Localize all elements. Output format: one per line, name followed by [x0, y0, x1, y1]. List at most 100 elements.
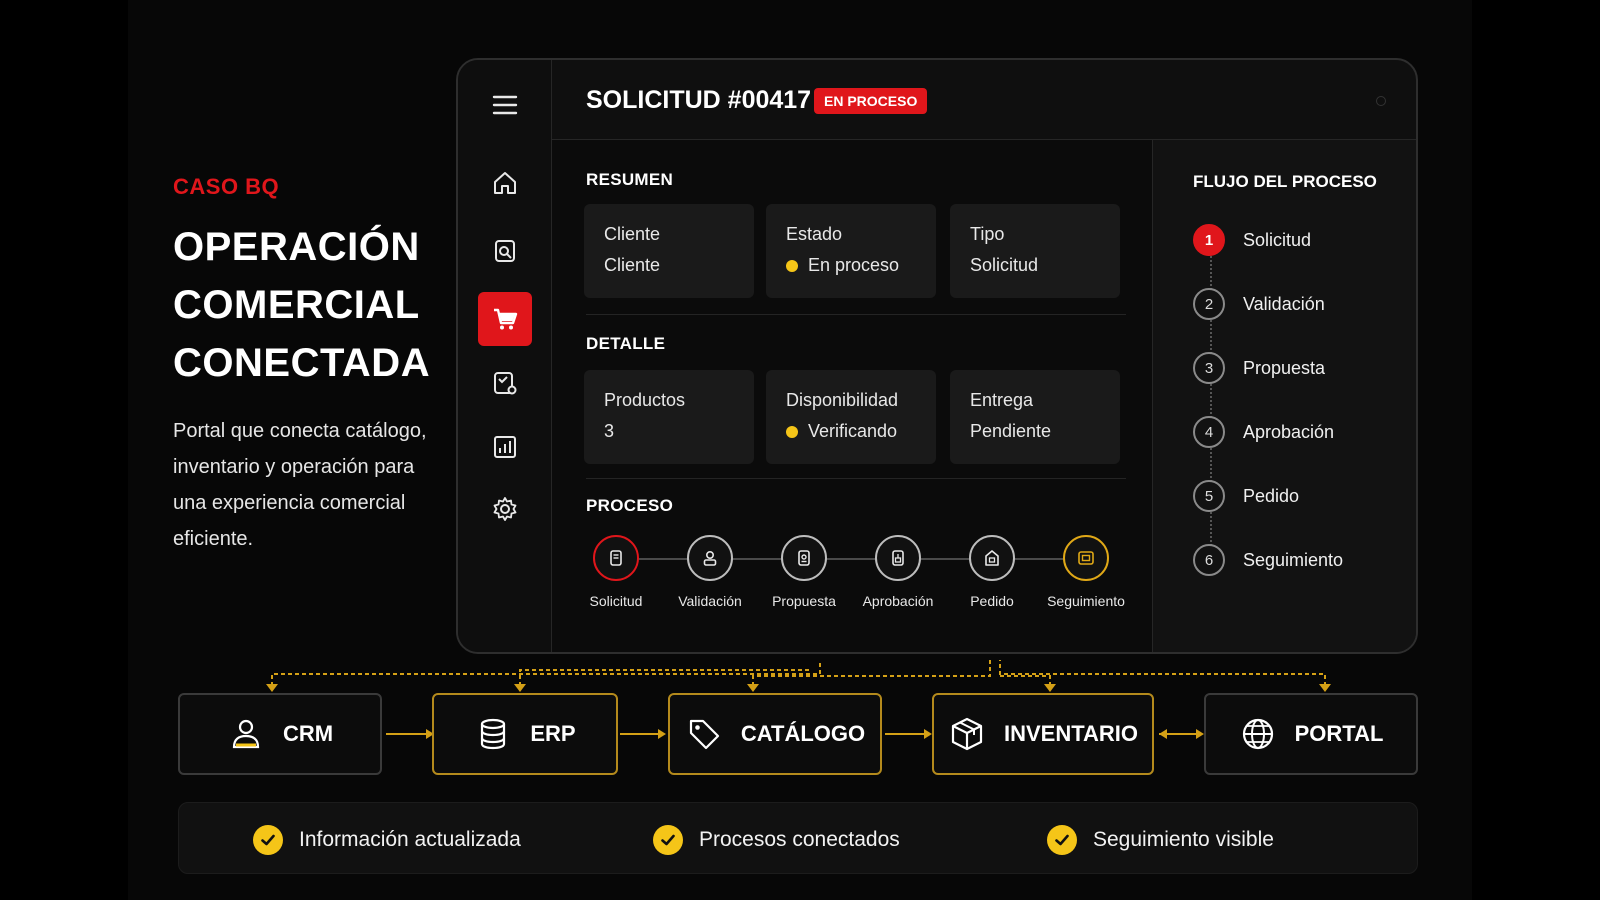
- process-step-label: Seguimiento: [1047, 593, 1125, 609]
- summary-card-estado: Estado En proceso: [766, 204, 936, 298]
- process-flow-panel: FLUJO DEL PROCESO 1 Solicitud 2 Validaci…: [1152, 140, 1416, 652]
- system-label: ERP: [530, 721, 576, 746]
- system-portal[interactable]: PORTAL: [1204, 693, 1418, 775]
- card-value: En proceso: [786, 255, 916, 276]
- benefit-item: Información actualizada: [253, 825, 521, 855]
- window-control-icon[interactable]: [1376, 96, 1386, 106]
- system-inventario[interactable]: INVENTARIO: [932, 693, 1154, 775]
- tag-icon: [689, 719, 719, 750]
- chart-icon[interactable]: [478, 420, 532, 474]
- flow-step-label: Propuesta: [1243, 357, 1326, 378]
- hero-title: OPERACIÓN COMERCIAL CONECTADA: [173, 218, 430, 392]
- flow-step-number: 6: [1193, 544, 1225, 576]
- hero-description: Portal que conecta catálogo, inventario …: [173, 420, 427, 550]
- flow-item[interactable]: 6 Seguimiento: [1193, 544, 1343, 576]
- system-label: INVENTARIO: [1003, 721, 1139, 746]
- summary-card-cliente: Cliente Cliente: [584, 204, 754, 298]
- benefit-label: Seguimiento visible: [1093, 828, 1274, 851]
- gear-icon[interactable]: [478, 482, 532, 536]
- status-dot-icon: [786, 259, 798, 272]
- flow-step-label: Solicitud: [1243, 229, 1312, 250]
- card-key: Cliente: [604, 224, 661, 244]
- flow-step-number: 4: [1193, 416, 1225, 448]
- request-title: SOLICITUD #00417: [586, 86, 812, 114]
- user-check-icon: [687, 535, 733, 581]
- summary-card-tipo: Tipo Solicitud: [950, 204, 1120, 298]
- card-value: Cliente: [604, 255, 661, 275]
- system-crm[interactable]: CRM: [178, 693, 382, 775]
- flow-step-number: 1: [1193, 224, 1225, 256]
- globe-icon: [1242, 718, 1273, 750]
- hero-title-line: OPERACIÓN: [173, 225, 420, 269]
- process-step-label: Pedido: [970, 593, 1014, 609]
- document-icon[interactable]: [478, 224, 532, 278]
- hero-title-line: CONECTADA: [173, 341, 431, 385]
- benefit-label: Procesos conectados: [699, 828, 900, 851]
- benefits-bar: Información actualizada Procesos conecta…: [178, 802, 1418, 874]
- system-label: CATÁLOGO: [740, 721, 866, 746]
- check-icon: [653, 825, 683, 855]
- flow-item[interactable]: 5 Pedido: [1193, 480, 1299, 512]
- hero-title-line: COMERCIAL: [173, 283, 420, 327]
- cart-icon[interactable]: [478, 292, 532, 346]
- request-content: RESUMEN Cliente Cliente Estado En proces…: [552, 140, 1152, 652]
- flow-step-number: 5: [1193, 480, 1225, 512]
- card-value: 3: [604, 421, 615, 441]
- process-step-label: Propuesta: [772, 593, 836, 609]
- system-catalogo[interactable]: CATÁLOGO: [668, 693, 882, 775]
- case-tag: CASO BQ: [173, 174, 280, 199]
- inventory-icon[interactable]: [478, 356, 532, 410]
- card-key: Productos: [604, 390, 686, 410]
- flow-step-number: 3: [1193, 352, 1225, 384]
- flow-step-label: Seguimiento: [1243, 549, 1344, 570]
- process-step-label: Aprobación: [862, 593, 934, 609]
- process-step-pedido[interactable]: Pedido: [942, 535, 1042, 609]
- request-window: SOLICITUD #00417 EN PROCESO RESUMEN Clie…: [456, 58, 1418, 654]
- card-value: Pendiente: [970, 421, 1052, 441]
- system-erp[interactable]: ERP: [432, 693, 618, 775]
- process-step-aprobacion[interactable]: Aprobación: [848, 535, 948, 609]
- card-key: Tipo: [970, 224, 1005, 244]
- benefit-label: Información actualizada: [299, 828, 521, 851]
- order-icon: [969, 535, 1015, 581]
- flow-item[interactable]: 1 Solicitud: [1193, 224, 1311, 256]
- status-dot-icon: [786, 425, 798, 438]
- flow-item[interactable]: 2 Validación: [1193, 288, 1325, 320]
- process-step-propuesta[interactable]: Propuesta: [754, 535, 854, 609]
- system-label: CRM: [282, 721, 334, 746]
- card-key: Disponibilidad: [786, 390, 899, 410]
- detail-card-entrega: Entrega Pendiente: [950, 370, 1120, 464]
- check-icon: [1047, 825, 1077, 855]
- sidebar: [458, 60, 552, 652]
- section-proceso-label: PROCESO: [586, 496, 674, 515]
- flow-item[interactable]: 4 Aprobación: [1193, 416, 1334, 448]
- flow-step-label: Validación: [1243, 293, 1325, 314]
- detail-card-disponibilidad: Disponibilidad Verificando: [766, 370, 936, 464]
- status-badge: EN PROCESO: [814, 88, 928, 114]
- window-header: SOLICITUD #00417 EN PROCESO: [552, 60, 1416, 140]
- process-step-solicitud[interactable]: Solicitud: [566, 535, 666, 609]
- process-step-validacion[interactable]: Validación: [660, 535, 760, 609]
- proposal-icon: [781, 535, 827, 581]
- section-resumen-label: RESUMEN: [586, 170, 674, 189]
- user-icon: [232, 719, 260, 749]
- divider: [586, 478, 1126, 479]
- detail-card-productos: Productos 3: [584, 370, 754, 464]
- process-step-label: Solicitud: [589, 593, 643, 609]
- tracking-icon: [1063, 535, 1109, 581]
- flow-title: FLUJO DEL PROCESO: [1193, 172, 1377, 191]
- card-value: Verificando: [786, 421, 916, 442]
- card-key: Entrega: [970, 390, 1034, 410]
- flow-connector: [1210, 248, 1212, 570]
- home-icon[interactable]: [478, 156, 532, 210]
- box-icon: [951, 717, 983, 751]
- flow-item[interactable]: 3 Propuesta: [1193, 352, 1325, 384]
- process-step-seguimiento[interactable]: Seguimiento: [1036, 535, 1136, 609]
- flow-step-label: Aprobación: [1243, 421, 1335, 442]
- system-label: PORTAL: [1294, 721, 1384, 746]
- document-icon: [593, 535, 639, 581]
- benefit-item: Procesos conectados: [653, 825, 900, 855]
- section-detalle-label: DETALLE: [586, 334, 666, 353]
- flow-step-number: 2: [1193, 288, 1225, 320]
- menu-icon[interactable]: [490, 90, 520, 120]
